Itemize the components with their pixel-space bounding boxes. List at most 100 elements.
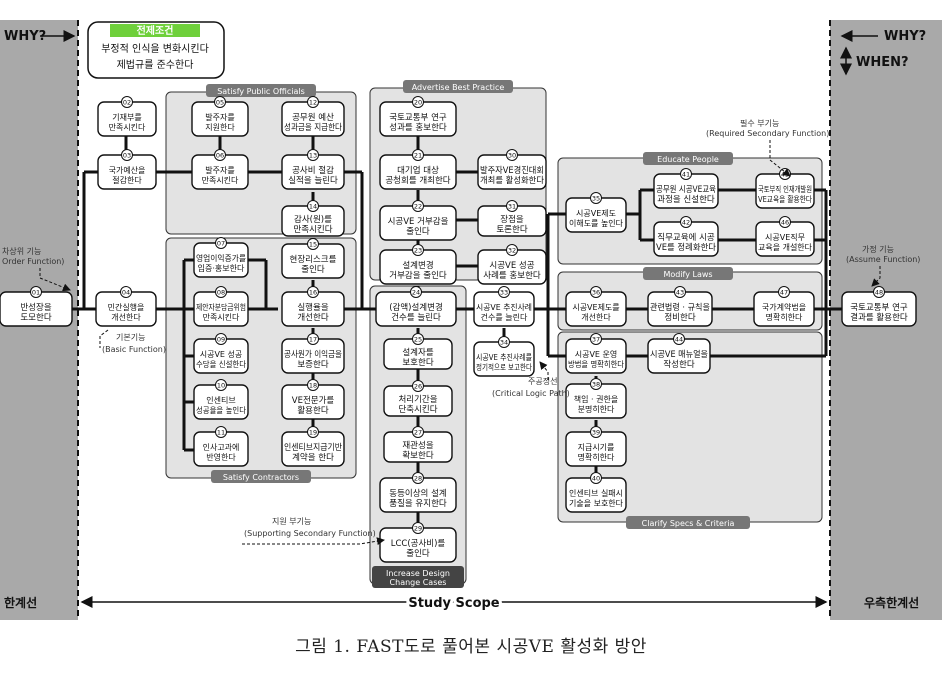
why-right-label: WHY? [884,29,926,44]
node-number-badge [215,286,227,298]
premise-title: 전제조건 [137,24,174,37]
node-number: 21 [414,152,422,160]
node-number-badge [121,96,133,108]
node-label-line-1: 발주자VE경진대회 [480,165,544,176]
node-label-line-1: 민간실행을 [108,302,145,312]
node-label-line-2: 줄인다 [406,226,430,237]
node-number-badge [307,149,319,161]
node-number-badge [307,238,319,250]
node-label-line-1: 장점을 [500,214,524,225]
why-left-label: WHY? [4,29,46,44]
node-label-line-1: 재관성을 [402,440,433,451]
node-label-line-2: 단축시킨다 [398,404,437,415]
node-label-line-2: 만족시킨다 [203,312,240,322]
node-number-badge [680,216,692,228]
node-label-line-2: 작성한다 [663,359,694,370]
node-label-line-1: 제안자분담금위험 [196,302,246,312]
node-label-line-2: VE를 정례화한다 [656,242,716,253]
node-label-line-1: (감액)설계변경 [389,302,443,313]
basic-fn-label-en: (Basic Function) [102,345,166,354]
function-nodes: 01반성장을도모한다02기재부를만족시킨다03국가예산을절감한다04민간실행을개… [0,96,917,563]
figure-caption: 그림 1. FAST도로 풀어본 시공VE 활성화 방안 [295,637,647,657]
node-number: 26 [414,383,422,391]
node-number-badge [412,244,424,256]
node-label-line-2: 정비한다 [664,312,695,323]
node-label-line-2: 개최를 활성화한다 [480,175,544,186]
node-label-line-1: VE전문가를 [292,395,335,406]
node-label-line-1: 직무교육에 시공 [657,232,715,243]
node-number: 34 [500,339,508,347]
node-label-line-2: 이해도를 높인다 [569,218,624,228]
required-secondary-pointer [769,140,791,177]
node-label-line-1: 인센티브 실패시 [569,488,623,498]
node-number-badge [214,149,226,161]
node-number: 45 [781,171,789,179]
node-number: 32 [508,247,516,255]
node-label-line-2: 보호한다 [402,358,433,368]
node-label-line-2: 도모한다 [20,313,51,323]
node-number-badge [412,380,424,392]
group-tab-design-change [372,566,464,588]
node-label-line-1: 지급시기를 [578,443,615,452]
node-label-line-1: 시공VE 성공 [489,261,534,271]
node-number: 23 [414,247,422,255]
group-label-contractors: Satisfy Contractors [223,473,299,482]
node-number: 18 [309,382,317,390]
basic-fn-label: 기본기능 [116,333,145,342]
left-boundary-label: 한계선 [4,595,37,610]
node-number-badge [506,244,518,256]
required-secondary-label-en: (Required Secondary Function) [706,129,829,138]
node-label-line-1: 설계변경 [402,260,433,271]
required-secondary-label: 필수 부기능 [740,118,779,128]
node-label-line-2: 성과금을 지급한다 [284,123,342,133]
node-number-badge [590,378,602,390]
node-label-line-1: 공사비 절감 [292,165,334,176]
group-label-best-practice: Advertise Best Practice [412,83,505,92]
node-label-line-1: 영업이익증가를 [196,253,246,263]
node-number: 05 [216,99,224,107]
node-number-badge [412,96,424,108]
node-label-line-2: 계약을 한다 [292,452,334,463]
node-label-line-2: 수당을 신설한다 [196,359,247,369]
node-label-line-2: 개선한다 [111,312,141,322]
node-label-line-1: 공무원 시공VE교육 [656,185,716,195]
node-label-line-1: 국토부직 인재개발원 [758,184,812,194]
node-label-line-2: 명확히한다 [578,452,615,462]
higher-order-pointer [39,268,71,292]
node-label-line-2: 결과를 활용한다 [850,312,908,323]
node-number-badge [680,168,692,180]
node-number-badge [506,200,518,212]
node-label-line-1: 시공VE 운영 [575,349,618,359]
node-label-line-1: 반성장을 [20,302,51,313]
node-label-line-1: 설계자를 [402,347,433,358]
node-number: 38 [592,381,600,389]
group-label-clarify: Clarify Specs & Criteria [642,519,735,528]
node-number: 20 [414,99,422,107]
node-number-badge [506,149,518,161]
node-number: 11 [217,429,225,437]
node-number: 06 [216,152,224,160]
node-number-badge [121,149,133,161]
node-label-line-2: 방법을 명확히한다 [568,359,625,369]
